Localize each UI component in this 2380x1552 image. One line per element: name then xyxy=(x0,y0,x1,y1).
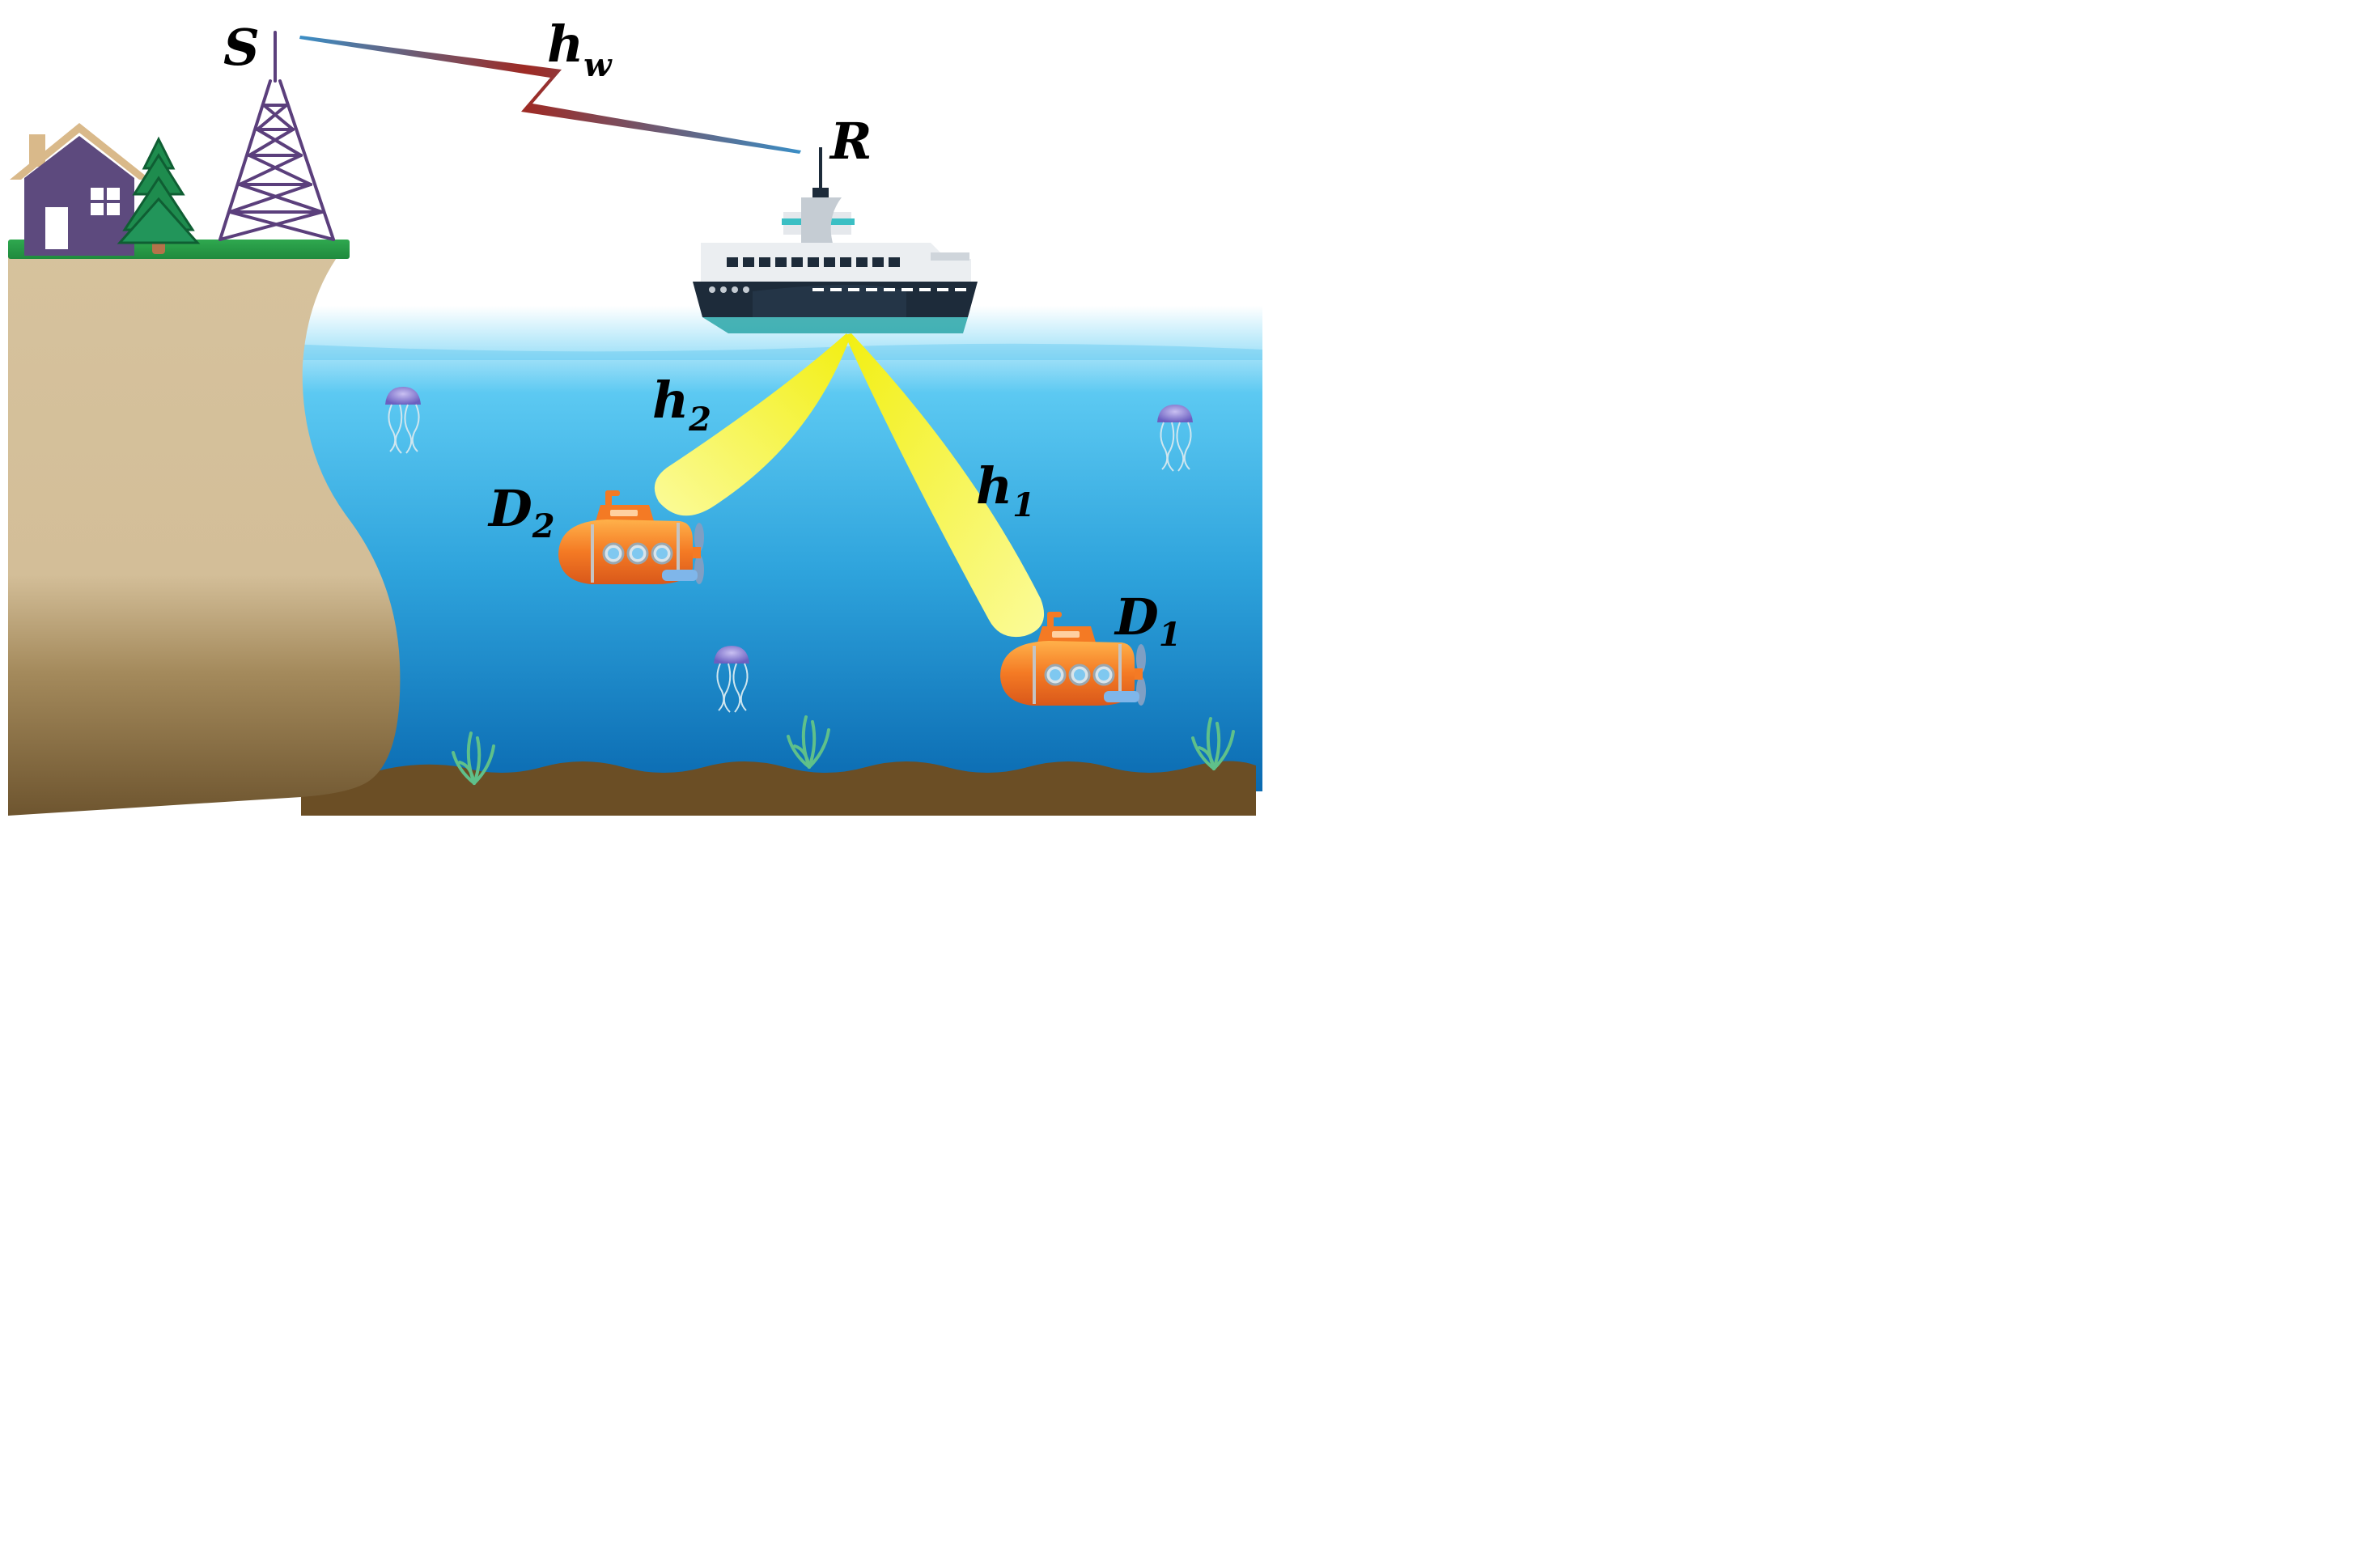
submarine-icon xyxy=(558,490,704,584)
label-source: S xyxy=(223,18,260,77)
jellyfish-icon xyxy=(714,646,749,713)
submarine-icon xyxy=(1000,612,1146,706)
label-destination-2: D2 xyxy=(487,479,555,545)
optical-beam-d1 xyxy=(845,333,1045,638)
house-icon xyxy=(10,123,151,256)
optical-beam-d2 xyxy=(654,333,850,516)
seaweed-icon xyxy=(787,715,830,769)
uwoc-relay-diagram: S R hw h2 h1 D2 D1 xyxy=(8,15,1262,816)
tower-icon xyxy=(218,31,335,241)
seabed xyxy=(301,761,1256,816)
seaweed-icon xyxy=(452,731,495,785)
sea-surface-wave xyxy=(291,343,1262,360)
cliff xyxy=(8,243,401,816)
label-destination-1: D1 xyxy=(1114,587,1182,654)
sea xyxy=(291,306,1262,791)
tree-icon xyxy=(117,136,201,254)
label-channel-2: h2 xyxy=(652,371,711,439)
jellyfish-icon xyxy=(1157,405,1193,472)
seaweed-icon xyxy=(1191,717,1235,770)
label-relay: R xyxy=(829,112,872,171)
ship-icon xyxy=(693,147,978,333)
label-channel-1: h1 xyxy=(976,456,1035,524)
label-wireless-channel: hw xyxy=(547,15,613,84)
wireless-link xyxy=(299,36,801,154)
jellyfish-icon xyxy=(385,387,421,454)
